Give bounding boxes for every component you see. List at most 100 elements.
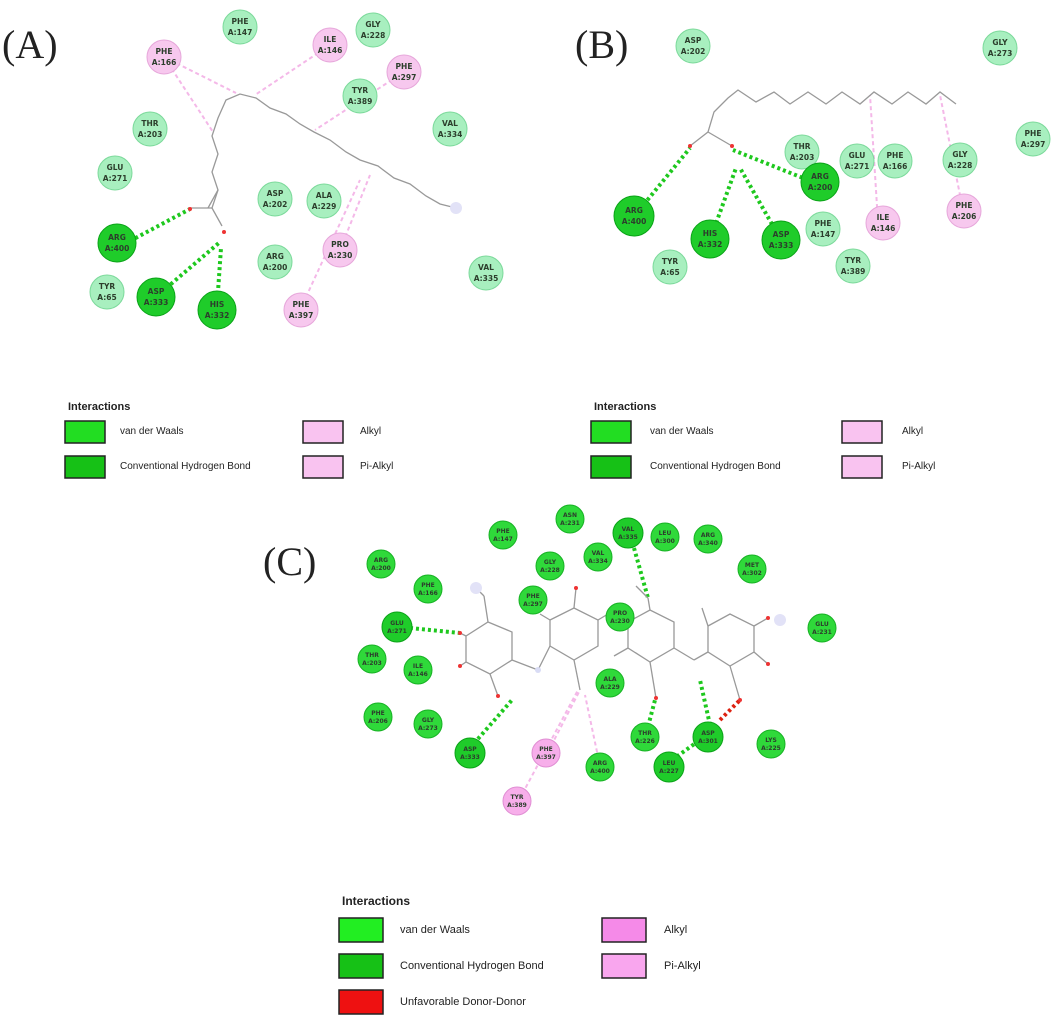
legend-swatch-hbond	[64, 455, 106, 479]
legend-swatch-pi-alkyl	[601, 953, 647, 979]
svg-text:ALA: ALA	[316, 191, 333, 200]
svg-text:A:335: A:335	[618, 534, 638, 541]
svg-text:THR: THR	[638, 730, 652, 737]
hbond-line	[632, 547, 650, 599]
svg-text:A:333: A:333	[769, 241, 794, 250]
residue-thr-203: THR A:203	[132, 111, 168, 147]
svg-text:A:146: A:146	[871, 224, 896, 233]
svg-text:A:389: A:389	[841, 267, 866, 276]
svg-text:A:228: A:228	[361, 31, 386, 40]
svg-text:PHE: PHE	[293, 300, 310, 309]
legend-label: Unfavorable Donor-Donor	[400, 996, 526, 1008]
svg-text:HIS: HIS	[210, 300, 224, 309]
svg-text:GLY: GLY	[422, 717, 435, 724]
svg-text:A:228: A:228	[540, 567, 560, 574]
svg-text:GLY: GLY	[952, 150, 968, 159]
legend-label: Alkyl	[664, 924, 687, 936]
svg-text:A:231: A:231	[560, 520, 580, 527]
panel-b-label: (B)	[575, 22, 628, 67]
svg-text:ASP: ASP	[685, 36, 702, 45]
legend-label: van der Waals	[400, 924, 470, 936]
svg-text:A:301: A:301	[698, 738, 718, 745]
svg-text:VAL: VAL	[622, 526, 635, 533]
panel-a-label: (A)	[2, 22, 58, 67]
svg-text:A:200: A:200	[808, 183, 833, 192]
svg-text:A:297: A:297	[392, 73, 417, 82]
svg-text:VAL: VAL	[442, 119, 458, 128]
legend-label: Pi-Alkyl	[902, 461, 935, 472]
residue-phe-397: PHE A:397	[283, 292, 319, 328]
hbond-line	[732, 148, 809, 182]
svg-text:THR: THR	[141, 119, 158, 128]
svg-text:ARG: ARG	[625, 206, 643, 215]
svg-text:A:389: A:389	[348, 97, 373, 106]
svg-text:GLU: GLU	[815, 621, 829, 628]
svg-text:TYR: TYR	[845, 256, 862, 265]
svg-text:A:334: A:334	[588, 558, 608, 565]
svg-text:ASN: ASN	[563, 512, 577, 519]
svg-text:A:65: A:65	[660, 268, 679, 277]
svg-text:THR: THR	[793, 142, 810, 151]
svg-text:ARG: ARG	[701, 532, 715, 539]
svg-text:A:200: A:200	[371, 565, 391, 572]
svg-text:A:340: A:340	[698, 540, 718, 547]
svg-text:PHE: PHE	[526, 593, 540, 600]
svg-text:A:397: A:397	[289, 311, 314, 320]
svg-text:PHE: PHE	[496, 528, 510, 535]
svg-text:A:203: A:203	[362, 660, 382, 667]
svg-text:PHE: PHE	[232, 17, 249, 26]
alkyl-line	[547, 689, 581, 753]
residue-arg-200: ARG A:200	[800, 162, 840, 202]
svg-text:A:229: A:229	[312, 202, 337, 211]
svg-text:A:166: A:166	[418, 590, 438, 597]
svg-text:A:147: A:147	[493, 536, 513, 543]
svg-text:LYS: LYS	[765, 737, 777, 744]
svg-text:A:203: A:203	[138, 130, 163, 139]
svg-text:TYR: TYR	[510, 794, 523, 801]
legend-label: Alkyl	[360, 426, 381, 437]
legend-label: Pi-Alkyl	[360, 461, 393, 472]
svg-text:ARG: ARG	[811, 172, 829, 181]
svg-text:A:166: A:166	[152, 58, 177, 67]
hbond-line	[409, 626, 461, 635]
legend-label: Conventional Hydrogen Bond	[400, 960, 544, 972]
svg-text:A:397: A:397	[536, 754, 556, 761]
svg-text:PHE: PHE	[371, 710, 385, 717]
svg-text:A:231: A:231	[812, 629, 832, 636]
svg-text:ILE: ILE	[324, 35, 337, 44]
svg-text:ASP: ASP	[267, 189, 284, 198]
svg-text:A:206: A:206	[368, 718, 388, 725]
svg-text:A:203: A:203	[790, 153, 815, 162]
svg-text:A:226: A:226	[635, 738, 655, 745]
svg-text:A:400: A:400	[622, 217, 647, 226]
svg-text:TYR: TYR	[99, 282, 116, 291]
legend-label: Conventional Hydrogen Bond	[650, 461, 781, 472]
svg-text:PHE: PHE	[815, 219, 832, 228]
